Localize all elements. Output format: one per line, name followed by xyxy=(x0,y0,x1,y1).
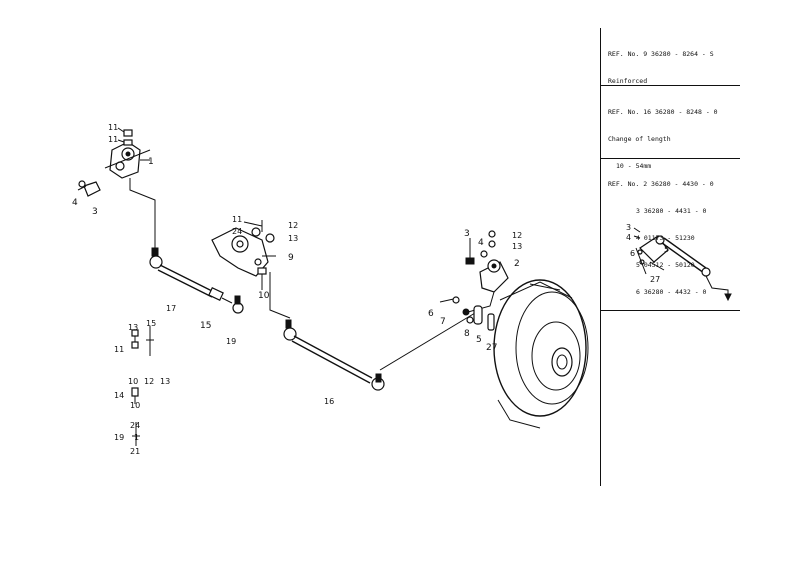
callout-11b: 11 xyxy=(108,135,118,144)
callout-8: 8 xyxy=(464,329,470,339)
callout-10: 10 xyxy=(258,291,270,301)
callout-6: 6 xyxy=(428,309,434,319)
legend-callout-11: 11 xyxy=(114,345,124,354)
ref-block-reinforced: REF. No. 9 36280 - 8264 - S Reinforced xyxy=(608,32,714,104)
callout-16: 16 xyxy=(324,397,334,406)
ref-block-length-change: REF. No. 16 36280 - 8248 - 0 Change of l… xyxy=(608,90,718,189)
callout-12a: 12 xyxy=(288,221,298,230)
inset-knuckle-diagram: 3 4 5 6 27 xyxy=(626,223,732,302)
inset-callout-3: 3 xyxy=(626,223,631,232)
inset-callout-5: 5 xyxy=(664,245,669,254)
legend-callout-1: 1 xyxy=(134,433,139,442)
ref-line: 4 01173 - 51230 xyxy=(636,234,695,242)
legend-callout-10: 10 xyxy=(128,377,138,386)
knuckle-arm-assembly xyxy=(439,230,509,331)
callout-5: 5 xyxy=(476,335,482,345)
wheel-hub-drum xyxy=(493,279,589,429)
ref-line: REF. No. 2 36280 - 4430 - 0 xyxy=(608,180,714,188)
callout-15: 15 xyxy=(200,321,211,331)
ref-line: Reinforced xyxy=(608,77,648,85)
pitman-arm-assembly xyxy=(211,220,292,329)
panel-divider-2 xyxy=(600,158,740,159)
tie-rod-left xyxy=(149,255,244,314)
panel-divider-3 xyxy=(600,310,740,311)
callout-13b: 13 xyxy=(512,242,522,251)
tie-rod-center xyxy=(283,309,481,391)
legend-group-2 xyxy=(131,387,139,404)
inset-callout-4: 4 xyxy=(626,233,631,242)
callout-19: 19 xyxy=(226,337,236,346)
callout-11c: 11 xyxy=(232,215,242,224)
legend-callout-13b: 13 xyxy=(160,377,170,386)
inset-callout-6: 6 xyxy=(630,249,635,258)
legend-group-3 xyxy=(132,422,140,446)
callout-9: 9 xyxy=(288,253,294,263)
callout-1: 1 xyxy=(148,157,154,167)
legend-callout-13: 13 xyxy=(128,323,138,332)
callout-4b: 4 xyxy=(478,238,484,248)
ref-line: 6 36280 - 4432 - 0 xyxy=(636,288,707,296)
inset-callout-27: 27 xyxy=(650,275,660,284)
callout-3b: 3 xyxy=(464,229,470,239)
ref-line: REF. No. 16 36280 - 8248 - 0 xyxy=(608,108,718,116)
ref-line: 10 - 54mm xyxy=(616,162,652,170)
callout-2: 2 xyxy=(514,259,520,269)
ref-block-part-numbers: REF. No. 2 36280 - 4430 - 0 3 36280 - 44… xyxy=(608,162,714,315)
callout-7: 7 xyxy=(440,317,446,327)
callout-27: 27 xyxy=(486,343,497,353)
callout-12b: 12 xyxy=(512,231,522,240)
legend-callout-12: 12 xyxy=(144,377,154,386)
callout-4a: 4 xyxy=(72,198,78,208)
legend-callout-15: 15 xyxy=(146,319,156,328)
legend-callout-19: 19 xyxy=(114,433,124,442)
callout-3a: 3 xyxy=(92,207,98,217)
ref-line: Change of length xyxy=(608,135,671,143)
callout-24a: 24 xyxy=(232,227,242,236)
panel-divider-1 xyxy=(600,85,740,86)
legend-callout-10b: 10 xyxy=(130,401,140,410)
callout-13a: 13 xyxy=(288,234,298,243)
legend-group-1 xyxy=(131,326,154,356)
legend-callout-21: 21 xyxy=(130,447,140,456)
upper-bracket-assembly xyxy=(77,127,159,257)
ref-line: 3 36280 - 4431 - 0 xyxy=(636,207,707,215)
ref-line: 5 04512 - 50120 xyxy=(636,261,695,269)
legend-callout-14: 14 xyxy=(114,391,124,400)
callout-17: 17 xyxy=(166,304,176,313)
ref-line: REF. No. 9 36280 - 8264 - S xyxy=(608,50,714,58)
panel-divider-vertical xyxy=(600,28,601,486)
callout-11a: 11 xyxy=(108,123,118,132)
legend-callout-24: 24 xyxy=(130,421,140,430)
reference-panel: REF. No. 9 36280 - 8264 - S Reinforced R… xyxy=(600,28,740,488)
